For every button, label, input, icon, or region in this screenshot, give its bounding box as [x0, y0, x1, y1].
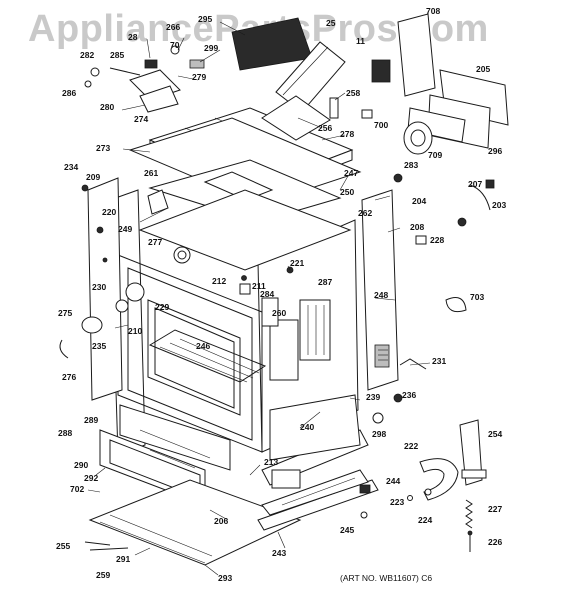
callout-235: 235: [92, 341, 106, 351]
callout-28: 28: [128, 32, 138, 42]
callout-224: 224: [418, 515, 432, 525]
callout-208: 208: [410, 222, 424, 232]
leader-lines: [87, 21, 431, 576]
callout-266: 266: [166, 22, 180, 32]
callout-236: 236: [402, 390, 416, 400]
callout-284: 284: [260, 289, 274, 299]
callout-275: 275: [58, 308, 72, 318]
igniter-assembly: [84, 45, 205, 113]
callout-285: 285: [110, 50, 124, 60]
callout-234: 234: [64, 162, 78, 172]
callout-204: 204: [412, 196, 426, 206]
callout-221: 221: [290, 258, 304, 268]
callout-262: 262: [358, 208, 372, 218]
callout-298: 298: [372, 429, 386, 439]
callout-203: 203: [492, 200, 506, 210]
callout-292: 292: [84, 473, 98, 483]
callout-287: 287: [318, 277, 332, 287]
callout-206: 206: [214, 516, 228, 526]
heat-deflector: [231, 17, 346, 141]
callout-247: 247: [344, 168, 358, 178]
callout-227: 227: [488, 504, 502, 514]
callout-229: 229: [155, 302, 169, 312]
callout-278: 278: [340, 129, 354, 139]
callout-254: 254: [488, 429, 502, 439]
callout-279: 279: [192, 72, 206, 82]
callout-231: 231: [432, 356, 446, 366]
callout-70: 70: [170, 40, 180, 50]
callout-210: 210: [128, 326, 142, 336]
callout-276: 276: [62, 372, 76, 382]
callout-258: 258: [346, 88, 360, 98]
callout-248: 248: [374, 290, 388, 300]
callout-286: 286: [62, 88, 76, 98]
callout-220: 220: [102, 207, 116, 217]
callout-255: 255: [56, 541, 70, 551]
callout-700: 700: [374, 120, 388, 130]
callout-293: 293: [218, 573, 232, 583]
callout-245: 245: [340, 525, 354, 535]
small-parts: [59, 173, 495, 552]
callout-277: 277: [148, 237, 162, 247]
callout-228: 228: [430, 235, 444, 245]
callout-288: 288: [58, 428, 72, 438]
callout-283: 283: [404, 160, 418, 170]
callout-213: 213: [264, 457, 278, 467]
callout-299: 299: [204, 43, 218, 53]
callout-207: 207: [468, 179, 482, 189]
callout-240: 240: [300, 422, 314, 432]
callout-296: 296: [488, 146, 502, 156]
callout-205: 205: [476, 64, 490, 74]
callout-282: 282: [80, 50, 94, 60]
callout-226: 226: [488, 537, 502, 547]
art-number: (ART NO. WB11607) C6: [340, 573, 433, 583]
callout-246: 246: [196, 341, 210, 351]
callout-261: 261: [144, 168, 158, 178]
callout-703: 703: [470, 292, 484, 302]
callout-243: 243: [272, 548, 286, 558]
callout-212: 212: [212, 276, 226, 286]
callout-702: 702: [70, 484, 84, 494]
callout-289: 289: [84, 415, 98, 425]
callout-209: 209: [86, 172, 100, 182]
callout-222: 222: [404, 441, 418, 451]
callout-273: 273: [96, 143, 110, 153]
callout-290: 290: [74, 460, 88, 470]
callout-25: 25: [326, 18, 336, 28]
oven-body: [88, 117, 379, 566]
callout-259: 259: [96, 570, 110, 580]
callout-244: 244: [386, 476, 400, 486]
callout-249: 249: [118, 224, 132, 234]
callout-708: 708: [426, 6, 440, 16]
callout-260: 260: [272, 308, 286, 318]
callout-291: 291: [116, 554, 130, 564]
callout-223: 223: [390, 497, 404, 507]
callout-280: 280: [100, 102, 114, 112]
callout-295: 295: [198, 14, 212, 24]
callout-274: 274: [134, 114, 148, 124]
callout-11: 11: [356, 36, 365, 46]
callout-labels: 295 25 708 266 28 70 299 11 282 285 279 205 286 258 28…: [56, 6, 506, 583]
callout-250: 250: [340, 187, 354, 197]
callout-256: 256: [318, 123, 332, 133]
back-panel-parts: [329, 13, 509, 155]
callout-709: 709: [428, 150, 442, 160]
right-side-panel: [361, 189, 399, 391]
callout-211: 211: [252, 281, 266, 291]
callout-230: 230: [92, 282, 106, 292]
callout-239: 239: [366, 392, 380, 402]
